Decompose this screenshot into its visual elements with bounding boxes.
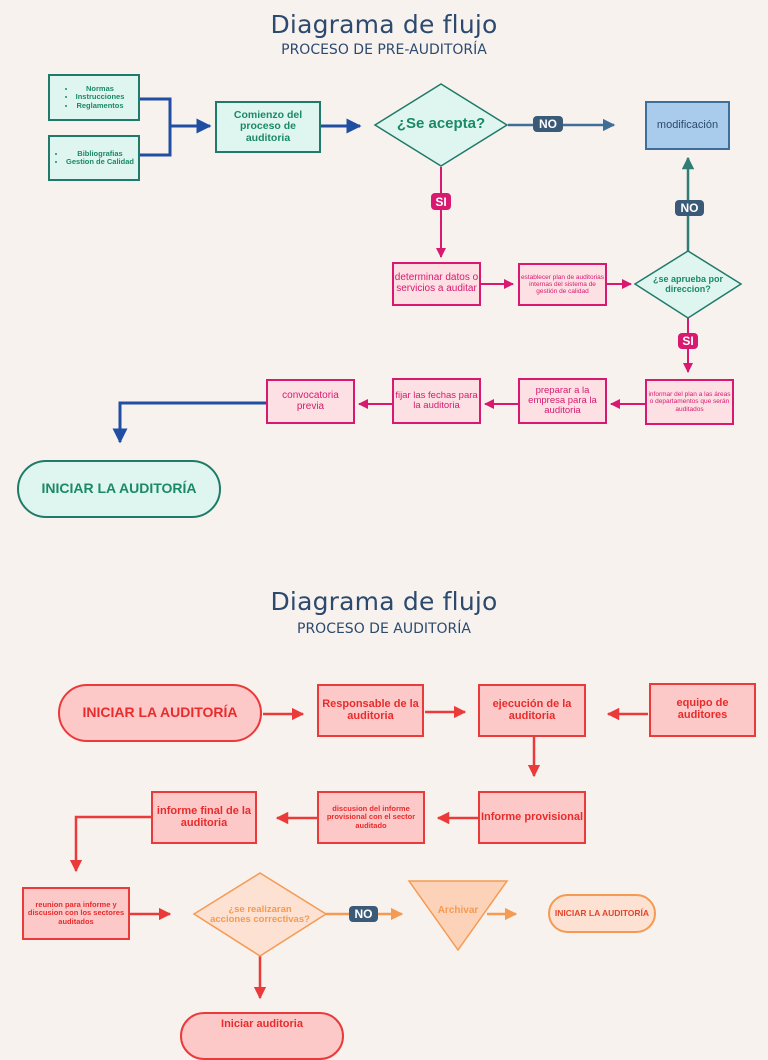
no-tag: NO xyxy=(675,200,704,216)
docs-norms-box: Normas Instrucciones Reglamentos xyxy=(48,74,140,121)
docs-bibliography-box: Bibliografias Gestion de Calidad xyxy=(48,135,140,181)
si-tag: SI xyxy=(678,333,698,349)
decision-corrective-diamond xyxy=(192,872,328,957)
determine-data-box: determinar datos o servicios a auditar xyxy=(392,262,481,306)
start-process-box: Comienzo del proceso de auditoria xyxy=(215,101,321,153)
doc-item: Normas xyxy=(76,85,125,93)
bottom-start-pill: Iniciar auditoria xyxy=(180,1012,344,1060)
doc-item: Instrucciones xyxy=(76,93,125,101)
provisional-report-box: Informe provisional xyxy=(478,791,586,844)
responsible-box: Responsable de la auditoria xyxy=(317,684,424,737)
flowchart-canvas xyxy=(69,83,743,1000)
execution-box: ejecución de la auditoria xyxy=(478,684,586,737)
no-tag: NO xyxy=(533,116,563,132)
arrow-final-to-meeting xyxy=(69,815,151,873)
decision-approve-label: ¿se aprueba por direccion? xyxy=(652,274,724,294)
doc-item: Bibliografias xyxy=(66,149,134,158)
arrow-call-to-end xyxy=(112,401,266,444)
discussion-box: discusion del informe provisional con el… xyxy=(317,791,425,844)
connector-docs-a xyxy=(140,97,172,126)
start-audit-pill: INICIAR LA AUDITORÍA xyxy=(17,460,221,518)
inform-areas-box: informar del plan a las áreas o departam… xyxy=(645,379,734,425)
decision-corrective-label: ¿se realizaran acciones correctivas? xyxy=(210,903,310,925)
decision-accept-label: ¿Se acepta? xyxy=(396,114,486,132)
doc-item: Gestion de Calidad xyxy=(66,157,134,166)
doc-item: Reglamentos xyxy=(76,101,125,110)
no-tag: NO xyxy=(349,906,378,922)
audit-subtitle: PROCESO DE AUDITORÍA xyxy=(297,621,471,637)
meeting-box: reunion para informe y discusion con los… xyxy=(22,887,130,940)
audit-team-box: equipo de auditores xyxy=(649,683,756,737)
audit-title: Diagrama de flujo xyxy=(270,587,498,616)
call-box: convocatoria previa xyxy=(266,379,355,424)
final-report-box: informe final de la auditoria xyxy=(151,791,257,844)
pre-audit-title: Diagrama de flujo xyxy=(270,10,498,39)
start-audit-pill: INICIAR LA AUDITORÍA xyxy=(58,684,262,742)
prepare-company-box: preparar a la empresa para la auditoria xyxy=(518,378,607,424)
decision-accept-diamond xyxy=(373,83,509,167)
archive-label: Archivar xyxy=(437,904,479,916)
decision-approve-diamond xyxy=(633,250,743,319)
connector-docs-b xyxy=(140,126,172,157)
plan-box: establecer plan de auditorias internas d… xyxy=(518,263,607,306)
set-dates-box: fijar las fechas para la auditoria xyxy=(392,378,481,424)
restart-audit-pill: INICIAR LA AUDITORÍA xyxy=(548,894,656,933)
si-tag: SI xyxy=(431,193,451,210)
modification-box: modificación xyxy=(645,101,730,150)
archive-triangle xyxy=(407,880,509,952)
pre-audit-subtitle: PROCESO DE PRE-AUDITORÍA xyxy=(281,42,487,58)
